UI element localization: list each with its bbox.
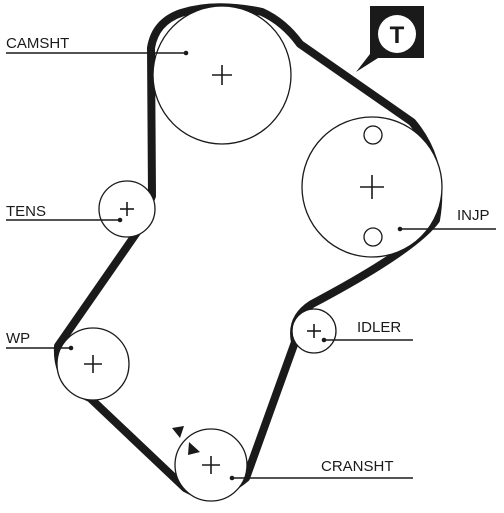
leader-lines: [6, 50, 496, 481]
tensioner-pulley: [98, 180, 156, 238]
badge-letter: T: [390, 22, 405, 49]
crankshaft-pulley: [172, 426, 248, 502]
injection-pump-label: INJP: [457, 207, 490, 224]
injection-pump-pulley: [301, 116, 443, 258]
tensioner-label: TENS: [6, 203, 46, 220]
tensioner-badge-icon: T: [356, 6, 424, 72]
water-pump-label: WP: [6, 330, 30, 347]
camshaft-label: CAMSHT: [6, 35, 69, 52]
timing-mark-upper: [363, 125, 383, 145]
water-pump-pulley: [56, 327, 130, 401]
timing-mark-arrow-outer: [172, 426, 184, 438]
camshaft-pulley: [152, 5, 292, 145]
idler-pulley: [291, 308, 337, 354]
idler-label: IDLER: [357, 319, 401, 336]
crankshaft-label: CRANSHT: [321, 458, 394, 475]
timing-mark-arrow-inner: [188, 442, 200, 455]
timing-mark-lower: [363, 227, 383, 247]
